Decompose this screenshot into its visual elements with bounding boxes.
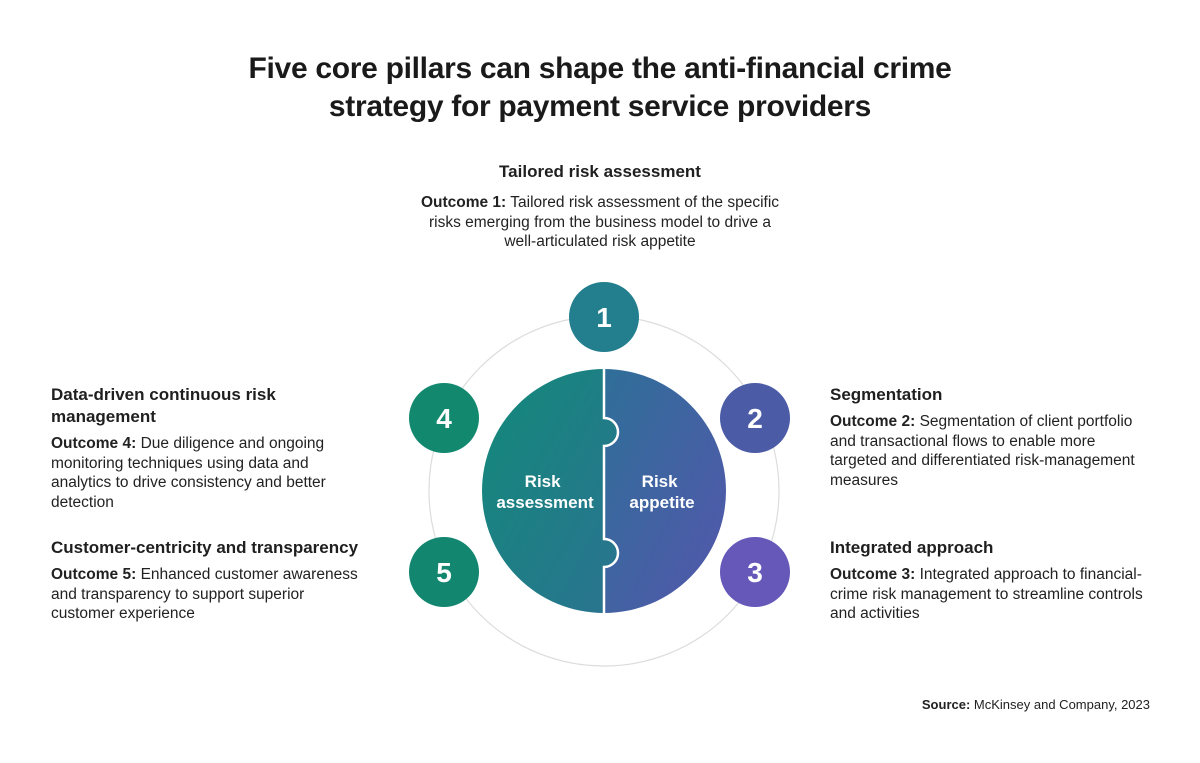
pillar-5-number: 5 bbox=[436, 557, 452, 588]
pillar-3-outcome-text: Integrated approach to financial-crime r… bbox=[830, 566, 1143, 622]
pillar-5-outcome-text: Enhanced customer awareness and transpar… bbox=[51, 566, 358, 622]
pillar-4-heading: Data-driven continuous risk management bbox=[51, 385, 276, 426]
pillar-4-number: 4 bbox=[436, 403, 452, 434]
page-title: Five core pillars can shape the anti-fin… bbox=[0, 50, 1200, 126]
pillar-5-node bbox=[409, 537, 479, 607]
puzzle-seam bbox=[602, 369, 620, 613]
pillar-5-heading: Customer-centricity and transparency bbox=[51, 538, 359, 557]
pillar-5-outcome-label: Outcome 5: bbox=[51, 566, 137, 583]
source-text: McKinsey and Company, 2023 bbox=[973, 697, 1150, 712]
center-right-label: Risk appetite bbox=[629, 472, 694, 512]
pillar-1-number: 1 bbox=[596, 302, 612, 333]
title-line-2: strategy for payment service providers bbox=[328, 90, 872, 123]
center-left-label: Risk assessment bbox=[496, 472, 594, 512]
source-note: Source: McKinsey and Company, 2023 bbox=[922, 697, 1150, 712]
pillar-1-outcome-text: Tailored risk assessment of the specific… bbox=[428, 194, 780, 250]
center-right-line-1: Risk bbox=[642, 472, 678, 491]
pillar-4-outcome: Outcome 4: Due diligence and ongoing mon… bbox=[51, 434, 351, 512]
pillar-1-block: Tailored risk assessment Outcome 1: Tail… bbox=[420, 161, 780, 252]
pillar-3-block: Integrated approach Outcome 3: Integrate… bbox=[830, 537, 1155, 624]
puzzle-left-piece bbox=[482, 369, 618, 613]
center-left-line-2: assessment bbox=[496, 493, 594, 512]
pillar-5-block: Customer-centricity and transparency Out… bbox=[51, 537, 371, 624]
pillar-5-outcome: Outcome 5: Enhanced customer awareness a… bbox=[51, 565, 371, 624]
pillar-1-outcome-label: Outcome 1: bbox=[420, 194, 507, 211]
pillar-2-outcome: Outcome 2: Segmentation of client portfo… bbox=[830, 412, 1155, 490]
pillar-4-outcome-label: Outcome 4: bbox=[51, 435, 137, 452]
pillar-4-node bbox=[409, 383, 479, 453]
puzzle-right-piece bbox=[604, 369, 726, 613]
pillar-2-heading: Segmentation bbox=[830, 385, 943, 404]
pillar-3-node bbox=[720, 537, 790, 607]
pillar-2-node bbox=[720, 383, 790, 453]
pillar-1-outcome: Outcome 1: Tailored risk assessment of t… bbox=[420, 193, 780, 252]
source-label: Source: bbox=[921, 697, 971, 712]
pillar-nodes: 1 2 3 4 5 bbox=[409, 282, 790, 607]
pillar-4-outcome-text: Due diligence and ongoing monitoring tec… bbox=[51, 435, 326, 511]
center-right-line-2: appetite bbox=[629, 493, 694, 512]
pillar-1-node bbox=[569, 282, 639, 352]
pillar-2-number: 2 bbox=[747, 403, 763, 434]
pillar-2-block: Segmentation Outcome 2: Segmentation of … bbox=[830, 384, 1155, 490]
pillar-2-outcome-label: Outcome 2: bbox=[830, 413, 916, 430]
pillar-1-heading: Tailored risk assessment bbox=[499, 162, 701, 181]
pillar-3-number: 3 bbox=[747, 557, 763, 588]
pillar-3-outcome: Outcome 3: Integrated approach to financ… bbox=[830, 565, 1155, 624]
title-line-1: Five core pillars can shape the anti-fin… bbox=[248, 52, 952, 85]
center-left-line-1: Risk bbox=[525, 472, 561, 491]
pillar-2-outcome-text: Segmentation of client portfolio and tra… bbox=[830, 413, 1135, 489]
pillar-4-block: Data-driven continuous risk management O… bbox=[51, 384, 351, 512]
pillar-3-outcome-label: Outcome 3: bbox=[830, 566, 916, 583]
pillar-3-heading: Integrated approach bbox=[830, 538, 994, 557]
